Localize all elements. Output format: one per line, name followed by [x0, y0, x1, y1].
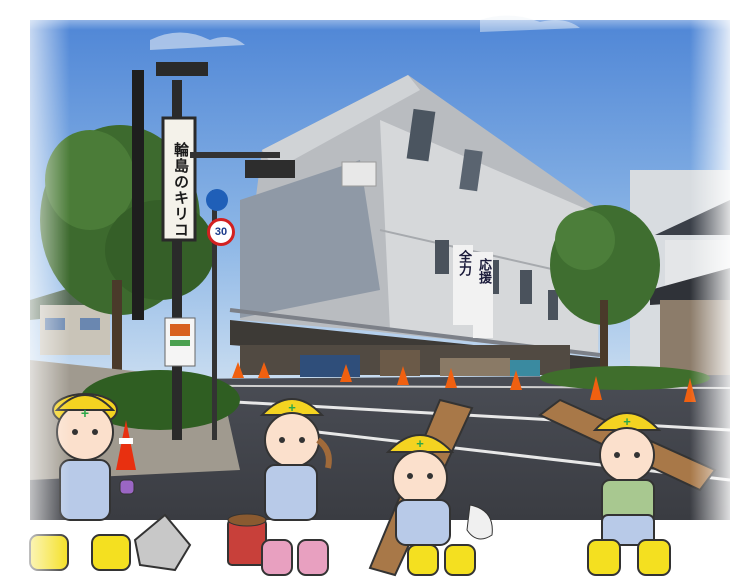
svg-text:+: + [288, 400, 296, 415]
worker-with-bucket: + [227, 398, 332, 576]
banner-mid-text: 応援 [476, 258, 491, 284]
kiriko-signpost: 輪島のキリコ [172, 142, 190, 238]
right-tree [550, 205, 660, 370]
signpost-pole [172, 80, 182, 440]
vignette-top [0, 0, 750, 30]
svg-text:+: + [416, 436, 424, 451]
banner-left-text: 全力 [456, 250, 471, 276]
speed-limit-sign: 30 [207, 218, 235, 246]
vignette-left [0, 0, 70, 580]
vignette-right [690, 0, 750, 580]
svg-text:+: + [623, 414, 631, 429]
svg-text:+: + [81, 405, 89, 421]
worker-carrying-timber: + [538, 398, 717, 576]
worker-with-plank: + [368, 398, 493, 577]
